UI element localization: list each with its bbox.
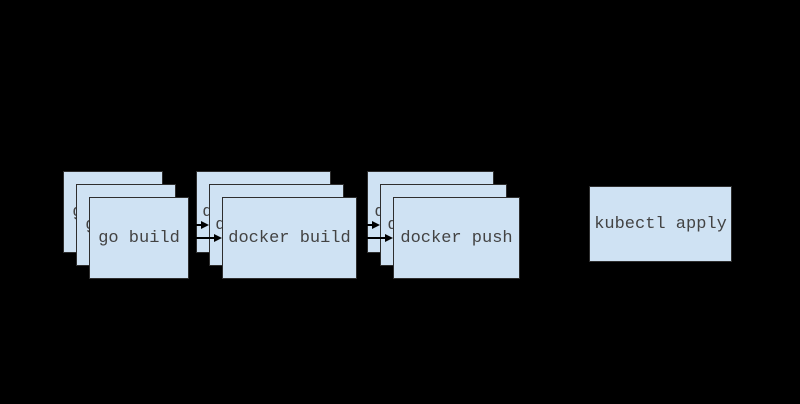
docker-push-box-front: docker push bbox=[393, 197, 520, 279]
kubectl-apply-label: kubectl apply bbox=[594, 214, 727, 234]
docker-build-label: docker build bbox=[228, 228, 351, 248]
docker-build-box-front: docker build bbox=[222, 197, 357, 279]
docker-push-label: docker push bbox=[400, 228, 513, 248]
go-build-box-front: go build bbox=[89, 197, 189, 279]
arrowhead-icon bbox=[372, 221, 380, 229]
arrow-docker-build-to-docker-push-middle bbox=[344, 221, 380, 229]
arrow-go-build-to-docker-build-front bbox=[189, 234, 222, 242]
arrowhead-icon bbox=[201, 221, 209, 229]
go-build-label: go build bbox=[98, 228, 180, 248]
arrowhead-icon bbox=[214, 234, 222, 242]
arrow-docker-build-to-docker-push-front bbox=[357, 234, 393, 242]
arrowhead-icon bbox=[385, 234, 393, 242]
kubectl-apply-box: kubectl apply bbox=[589, 186, 732, 262]
